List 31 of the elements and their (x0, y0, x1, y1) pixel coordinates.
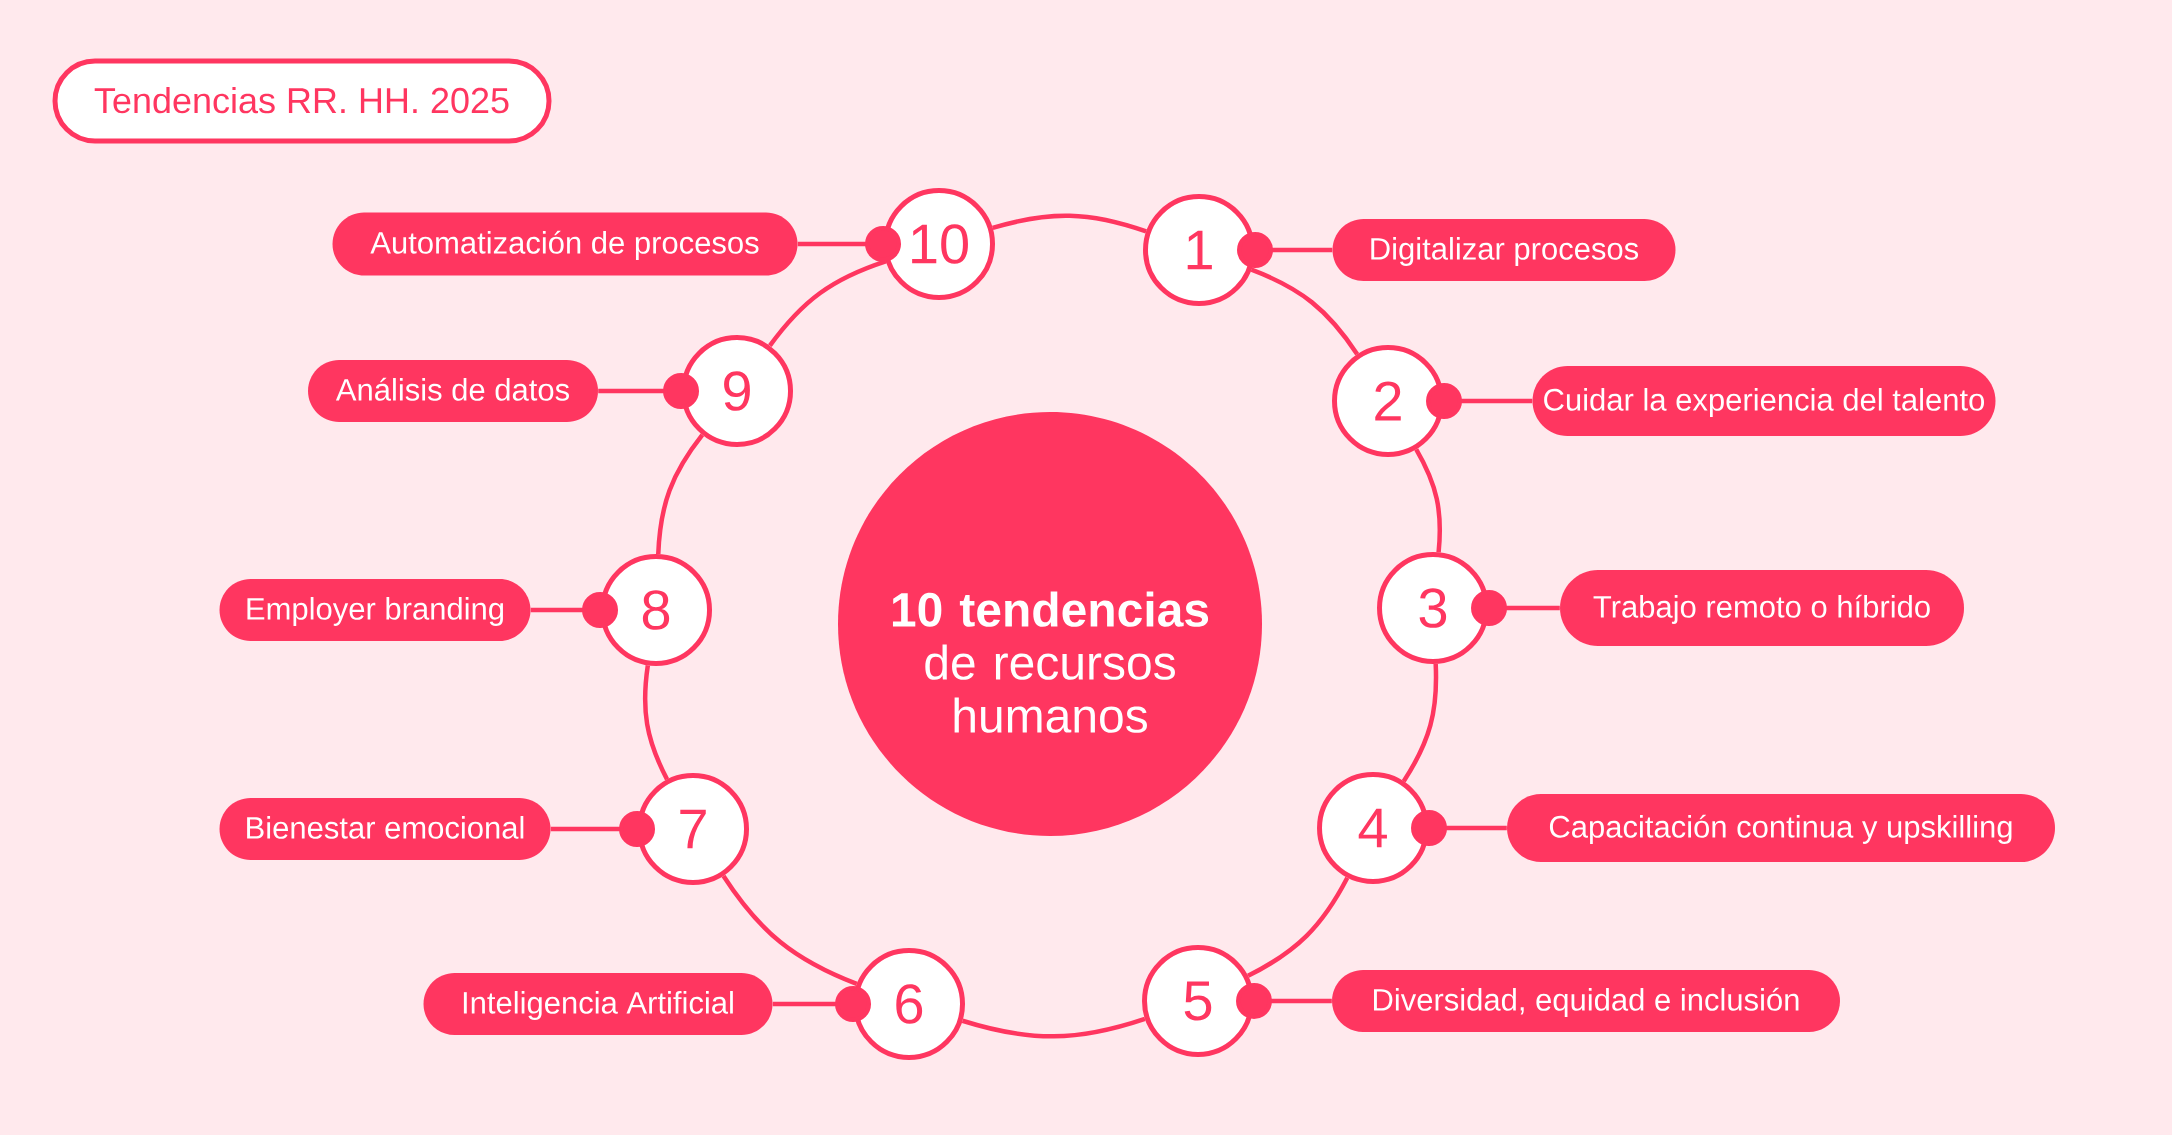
trend-pill: Capacitación continua y upskilling (1507, 794, 2055, 862)
ring-line (721, 874, 858, 986)
leader-line (1237, 232, 1333, 268)
leader-line (1471, 590, 1560, 626)
trend-pill: Cuidar la experiencia del talento (1532, 366, 1996, 436)
leader-line (550, 811, 655, 847)
ring-line (1401, 663, 1439, 783)
ring-line (656, 433, 705, 555)
leader-line (1236, 983, 1332, 1019)
ring-line (1250, 267, 1360, 356)
ring-line (642, 665, 670, 781)
trend-pill: Employer branding (219, 579, 531, 641)
trend-pill: Automatización de procesos (332, 212, 798, 276)
trend-pill: Trabajo remoto o híbrido (1560, 570, 1964, 646)
ring-line (768, 259, 887, 348)
leader-line (530, 592, 618, 628)
ring-line (961, 1016, 1146, 1039)
leader-line (1426, 383, 1533, 419)
ring-line (992, 213, 1147, 234)
leader-line (1411, 810, 1507, 846)
leader-line (797, 226, 901, 262)
leader-line (598, 373, 699, 409)
trend-pill: Análisis de datos (308, 360, 598, 422)
trend-pill: Bienestar emocional (219, 798, 551, 860)
trend-pill: Diversidad, equidad e inclusión (1332, 970, 1840, 1032)
trend-pill: Digitalizar procesos (1332, 219, 1676, 281)
trend-pill: Inteligencia Artificial (423, 973, 773, 1035)
ring-line (1414, 448, 1443, 553)
ring-line (1247, 876, 1350, 978)
leader-line (772, 986, 871, 1022)
title-badge: Tendencias RR. HH. 2025 (52, 58, 552, 144)
